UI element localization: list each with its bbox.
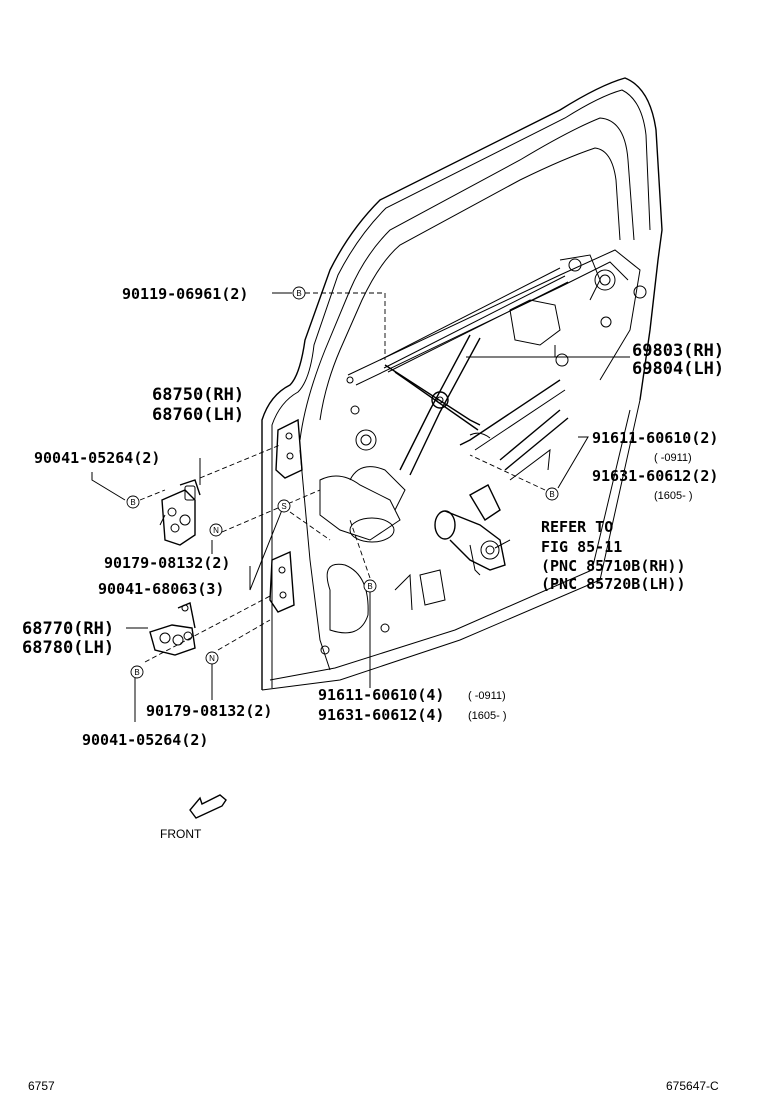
callout-68760: 68760(LH): [152, 405, 244, 425]
callout-90041-68063: 90041-68063(3): [98, 580, 224, 598]
marker-n-1: N: [209, 523, 223, 537]
marker-s-1: S: [277, 499, 291, 513]
upper-hinge: [159, 418, 303, 546]
inner-panel-holes: [319, 258, 647, 655]
lower-hinge: [149, 550, 295, 656]
callout-pnc-rh: (PNC 85710B(RH)): [541, 557, 686, 575]
callout-90041-05264-lower: 90041-05264(2): [82, 731, 208, 749]
callout-range-1605-lower: (1605- ): [468, 710, 507, 722]
callout-range-0911-upper: ( -0911): [654, 452, 692, 464]
window-regulator: [384, 334, 569, 481]
callout-fig: FIG 85-11: [541, 538, 622, 556]
callout-69804: 69804(LH): [632, 359, 724, 379]
callout-90119-06961: 90119-06961(2): [122, 285, 248, 303]
svg-text:S: S: [281, 502, 286, 511]
door-frame: [261, 77, 663, 691]
svg-text:B: B: [367, 582, 372, 591]
callout-90179-08132-upper: 90179-08132(2): [104, 554, 230, 572]
regulator-motor: [434, 484, 506, 576]
callout-68750: 68750(RH): [152, 385, 244, 405]
callout-range-0911-lower: ( -0911): [468, 690, 506, 702]
callout-refer-to: REFER TO: [541, 518, 613, 536]
callout-91631-60612-lower: 91631-60612(4): [318, 706, 444, 724]
callout-90041-05264-upper: 90041-05264(2): [34, 449, 160, 467]
marker-b-5: B: [130, 665, 144, 679]
svg-text:B: B: [549, 490, 554, 499]
callout-91631-60612-upper: 91631-60612(2): [592, 467, 718, 485]
window-glass-run: [379, 267, 569, 373]
marker-b-1: B: [292, 286, 306, 300]
callout-69803: 69803(RH): [632, 341, 724, 361]
marker-b-3: B: [545, 487, 559, 501]
svg-text:B: B: [296, 289, 301, 298]
svg-text:N: N: [209, 654, 215, 663]
front-arrow-icon: [189, 794, 227, 819]
marker-b-2: B: [126, 495, 140, 509]
svg-text:B: B: [130, 498, 135, 507]
svg-text:N: N: [213, 526, 219, 535]
callout-91611-60610-lower: 91611-60610(4): [318, 686, 444, 704]
callout-pnc-lh: (PNC 85720B(LH)): [541, 575, 686, 593]
footer-right-code: 675647-C: [666, 1079, 719, 1093]
callout-68770: 68770(RH): [22, 619, 114, 639]
footer-left-code: 6757: [28, 1079, 55, 1093]
callout-91611-60610-upper: 91611-60610(2): [592, 429, 718, 447]
front-label: FRONT: [160, 827, 202, 841]
marker-n-2: N: [205, 651, 219, 665]
callout-68780: 68780(LH): [22, 638, 114, 658]
leader-lines: [91, 292, 630, 722]
svg-text:B: B: [134, 668, 139, 677]
callout-range-1605-upper: (1605- ): [654, 490, 693, 502]
callout-90179-08132-lower: 90179-08132(2): [146, 702, 272, 720]
marker-b-4: B: [363, 579, 377, 593]
